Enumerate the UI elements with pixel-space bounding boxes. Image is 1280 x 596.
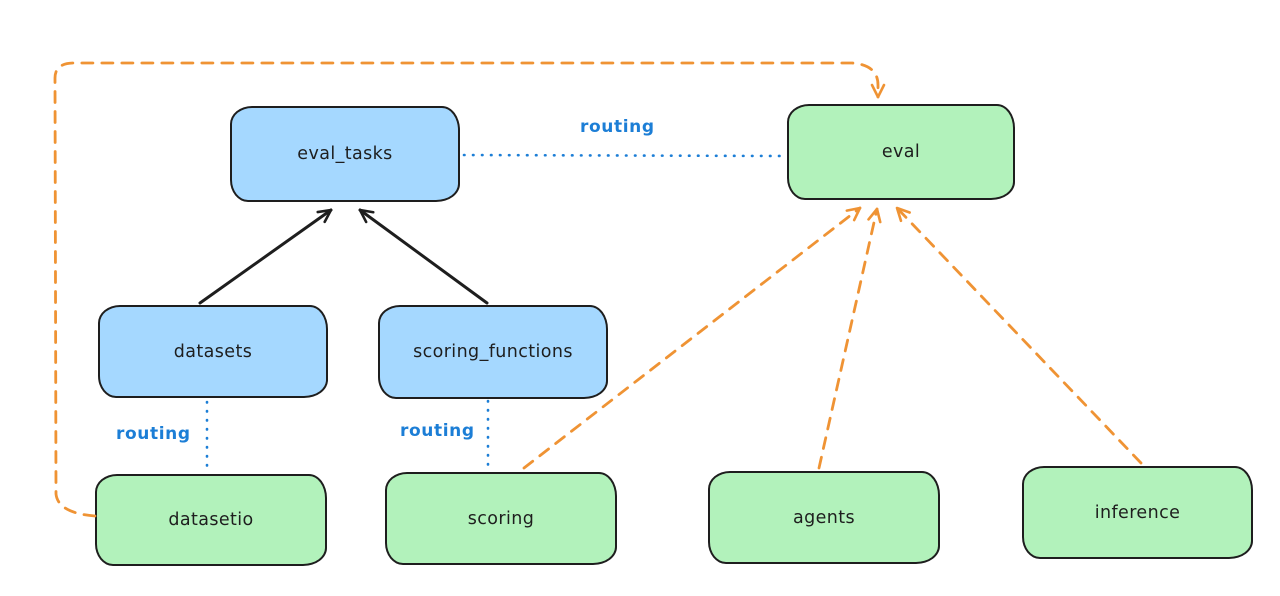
edge-datasetio-to-eval (53, 61, 886, 518)
node-datasets: datasets (98, 305, 328, 398)
edge-eval-tasks-to-eval (462, 153, 788, 158)
routing-label-scoring-functions-scoring: routing (400, 421, 475, 441)
node-label: scoring (467, 508, 535, 529)
node-label: scoring_functions (413, 342, 573, 362)
node-label: datasets (173, 341, 253, 362)
node-label: inference (1094, 502, 1181, 523)
edge-inference-to-eval (895, 206, 1143, 465)
node-label: datasetio (168, 510, 254, 530)
node-agents: agents (708, 471, 940, 564)
node-scoring-functions: scoring_functions (378, 305, 608, 399)
edge-datasets-to-eval-tasks (198, 208, 333, 305)
node-inference: inference (1022, 466, 1253, 559)
node-label: agents (792, 507, 856, 528)
node-eval-tasks: eval_tasks (230, 106, 460, 202)
routing-label-datasets-datasetio: routing (116, 424, 191, 444)
node-eval: eval (787, 104, 1015, 200)
edge-agents-to-eval (817, 207, 882, 470)
node-label: eval (881, 142, 921, 162)
routing-label-eval-tasks-eval: routing (580, 117, 655, 137)
node-scoring: scoring (385, 472, 617, 565)
node-label: eval_tasks (297, 144, 393, 164)
node-datasetio: datasetio (95, 474, 327, 566)
edge-scoring-functions-to-eval-tasks (358, 208, 489, 305)
